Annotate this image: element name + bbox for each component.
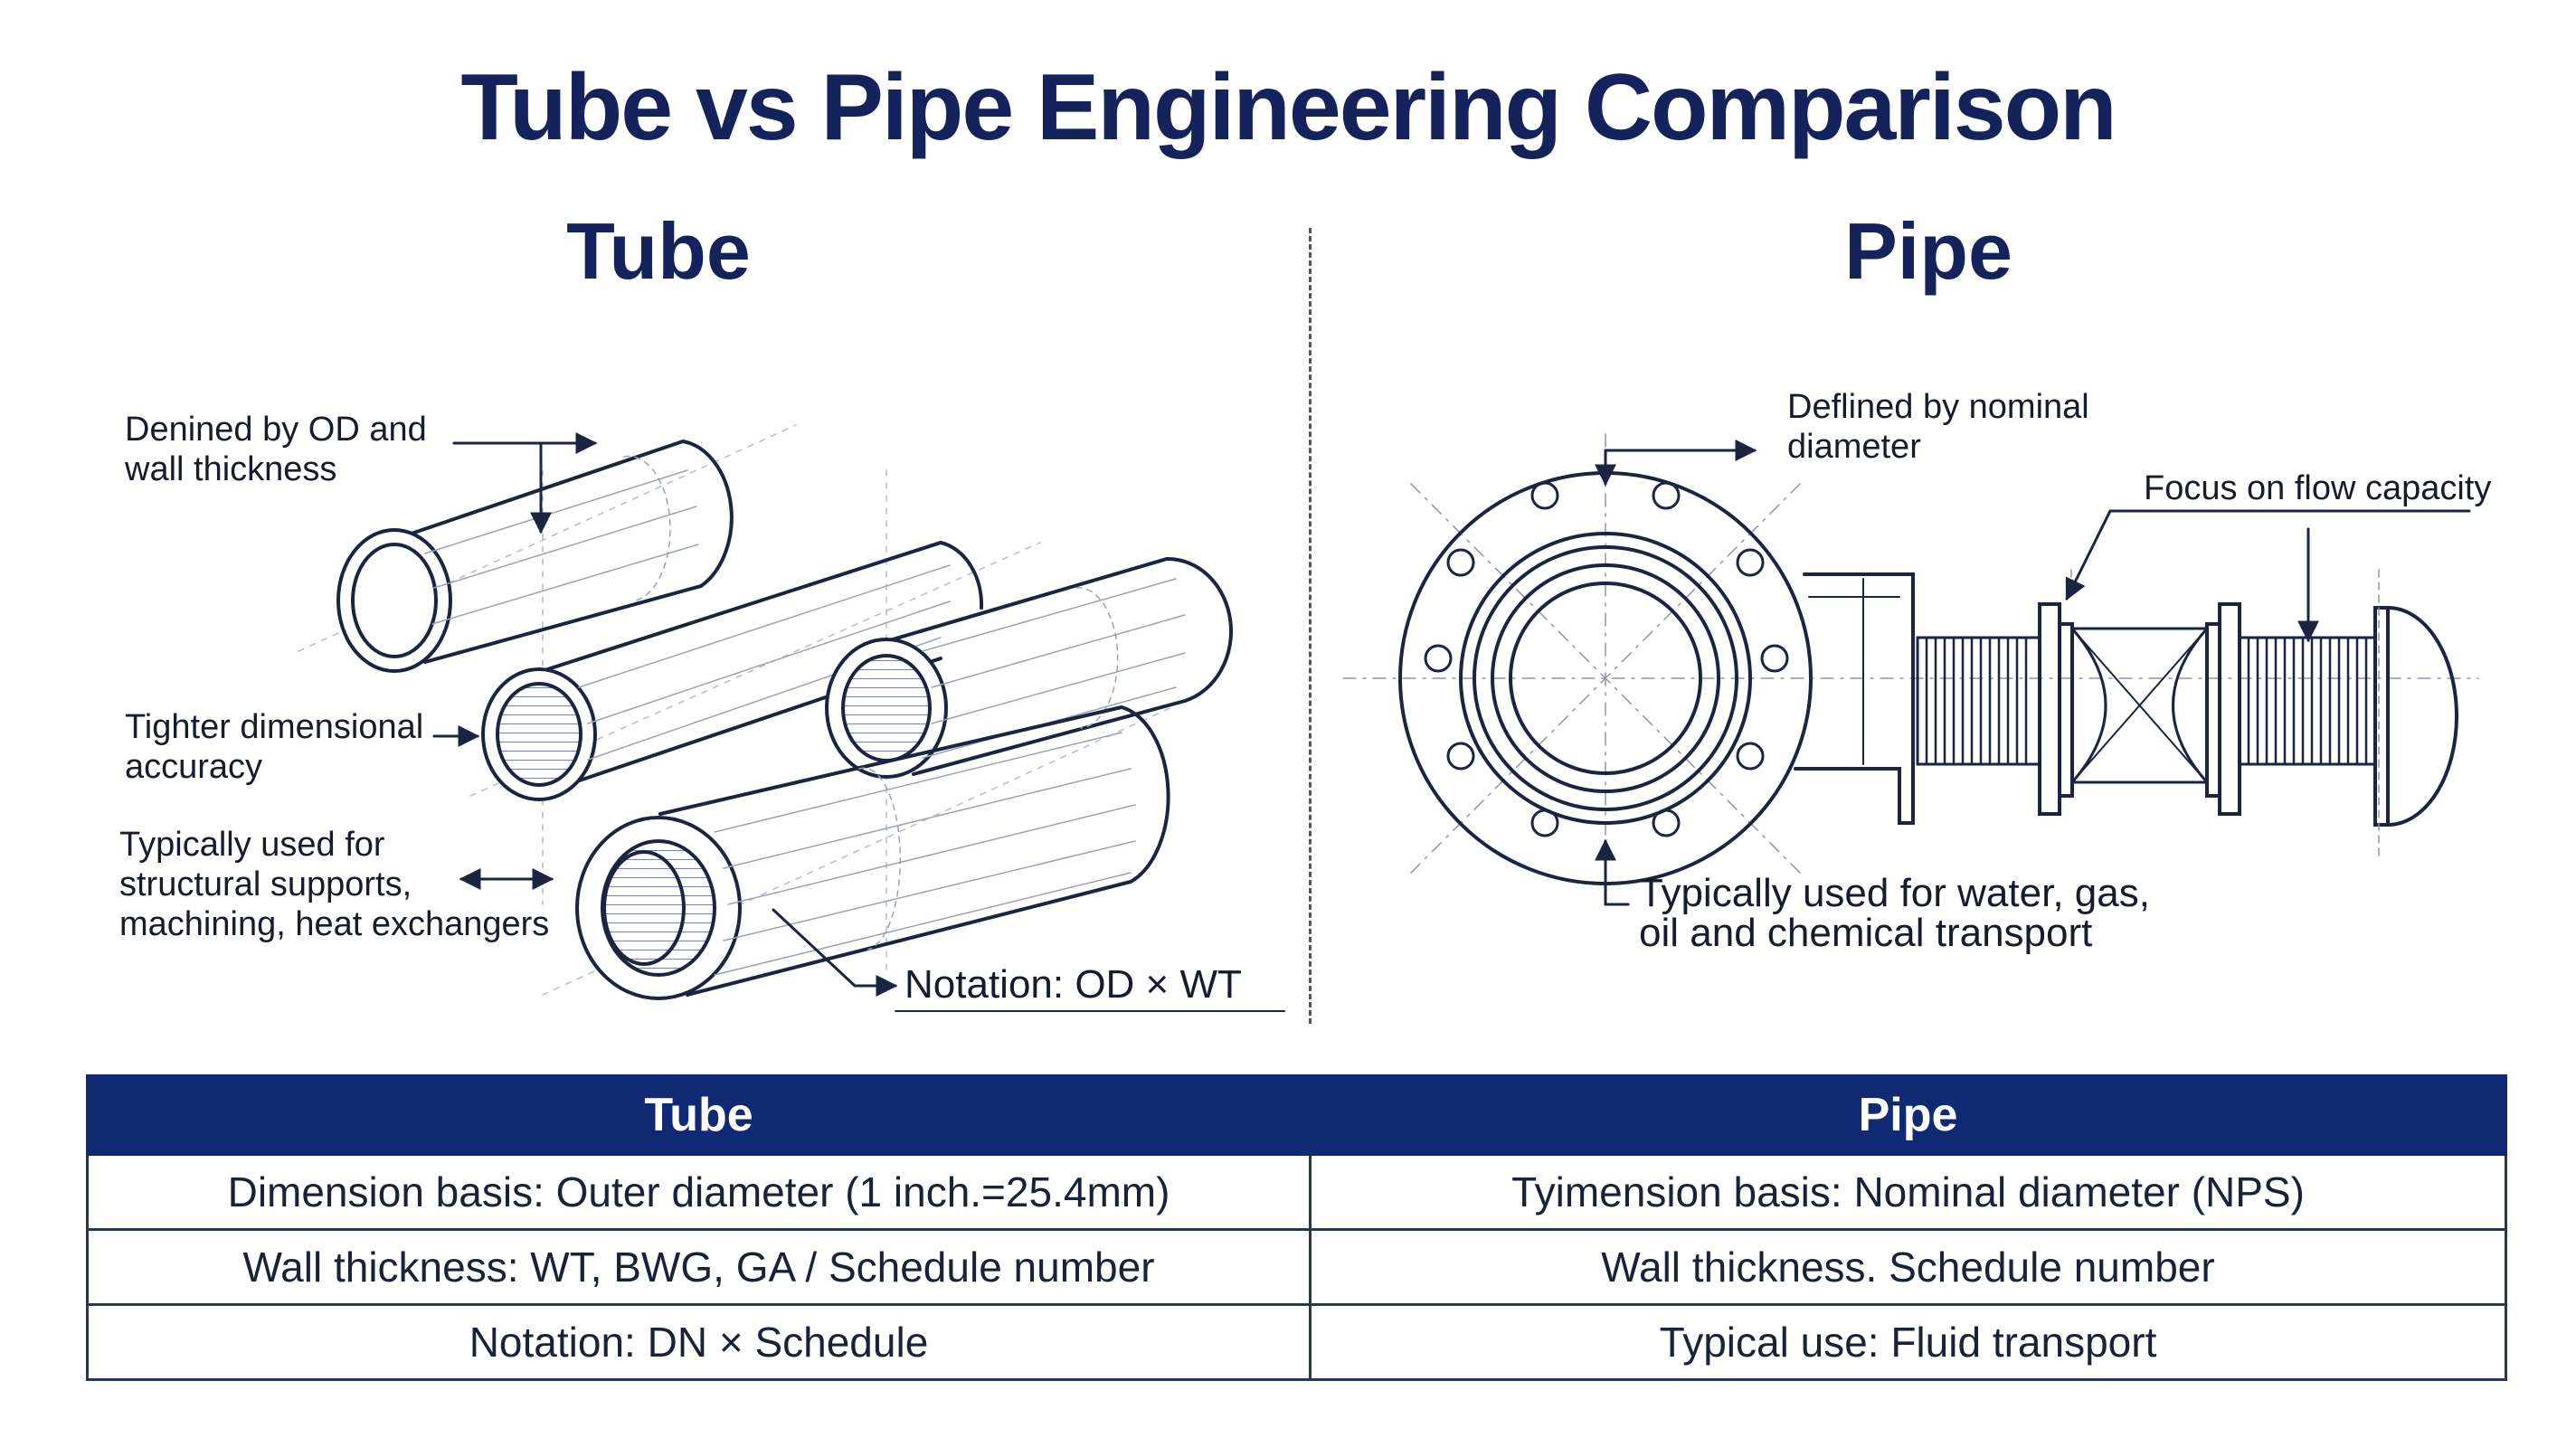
tube-drawing [298, 424, 1285, 1012]
table-cell: Dimension basis: Outer diameter (1 inch.… [86, 1153, 1312, 1231]
table-header-row: Tube Pipe [86, 1074, 2507, 1156]
table-cell: Wall thickness. Schedule number [1309, 1228, 2507, 1306]
table-cell: Wall thickness: WT, BWG, GA / Schedule n… [86, 1228, 1312, 1306]
valve-body [2070, 627, 2209, 784]
page-title: Tube vs Pipe Engineering Comparison [460, 55, 2117, 160]
tube-1 [336, 439, 734, 673]
pipe-heading: Pipe [1844, 206, 2012, 296]
pipe-neck [1794, 572, 1915, 825]
table-cell: Notation: DN × Schedule [86, 1303, 1312, 1381]
table-row: Dimension basis: Outer diameter (1 inch.… [86, 1153, 2507, 1231]
table-row: Wall thickness: WT, BWG, GA / Schedule n… [86, 1228, 2507, 1306]
table-row: Notation: DN × Schedule Typical use: Flu… [86, 1303, 2507, 1381]
table-header-tube: Tube [86, 1074, 1312, 1156]
bellows-right [2238, 636, 2377, 766]
tube-label-uses: Typically used for structural supports, … [119, 826, 550, 943]
pipe-label-uses: Typically used for water, gas, oil and c… [1639, 871, 2150, 955]
tube-label-accuracy: Tighter dimensional accuracy [125, 708, 424, 786]
tube-4 [575, 705, 1170, 1000]
tube-3 [825, 556, 1234, 779]
bellows-left [1916, 636, 2041, 766]
table-cell: Tyimension basis: Nominal diameter (NPS) [1309, 1153, 2507, 1231]
tube-label-notation: Notation: OD × WT [904, 962, 1242, 1007]
table-cell: Typical use: Fluid transport [1309, 1303, 2507, 1381]
pipe-label-flow: Focus on flow capacity [2144, 469, 2492, 507]
section-divider [1309, 228, 1312, 1024]
end-cap [2373, 606, 2458, 827]
comparison-table: Tube Pipe Dimension basis: Outer diamete… [86, 1074, 2507, 1381]
pipe-flange [1398, 471, 1813, 885]
table-header-pipe: Pipe [1309, 1074, 2507, 1156]
pipe-label-defined-by: Deflined by nominal diameter [1787, 388, 2089, 466]
tube-heading: Tube [566, 206, 751, 296]
tube-label-defined-by: Denined by OD and wall thickness [125, 411, 427, 488]
tube-2 [481, 540, 984, 801]
pipe-drawing [1342, 433, 2479, 906]
